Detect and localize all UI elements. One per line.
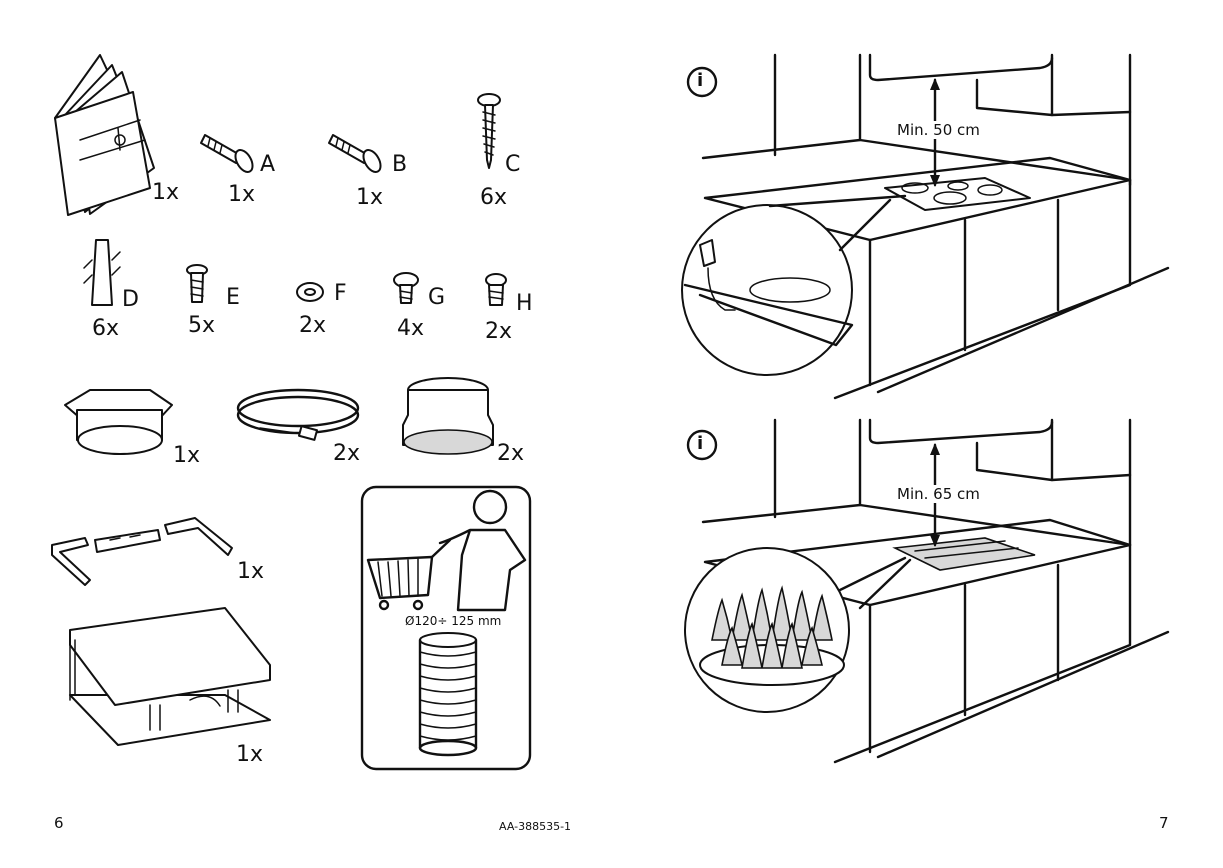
part-b-icon [328, 134, 382, 173]
part-c-icon [477, 93, 501, 169]
person-icon [438, 489, 527, 612]
part-d-qty: 6x [92, 316, 120, 341]
bracket-qty: 1x [237, 559, 265, 584]
duct-collar-icon [64, 389, 173, 455]
part-f-qty: 2x [299, 313, 327, 338]
part-c-qty: 6x [480, 185, 508, 210]
part-h-icon [485, 273, 507, 306]
document-code: AA-388535-1 [499, 820, 572, 833]
bottom-info-icon-letter: i [697, 433, 704, 454]
part-g-qty: 4x [397, 316, 425, 341]
bottom-info-icon [686, 429, 718, 461]
part-b-qty: 1x [356, 185, 384, 210]
part-d-icon [83, 239, 121, 306]
clamp-qty: 2x [333, 441, 361, 466]
flex-duct-icon [418, 632, 478, 757]
duct-reducer-icon [402, 377, 494, 455]
bracket-icon [51, 517, 233, 586]
power-plug-icon [699, 239, 736, 311]
part-f-letter: F [334, 281, 347, 306]
part-e-qty: 5x [188, 313, 216, 338]
part-a-icon [200, 134, 254, 173]
top-distance-label: Min. 50 cm [897, 121, 980, 139]
flame-icon [711, 585, 833, 669]
part-g-icon [393, 272, 419, 304]
top-info-icon [686, 66, 718, 98]
shelf-qty: 1x [236, 742, 264, 767]
buy-separately-box [360, 485, 532, 771]
bottom-distance-label: Min. 65 cm [897, 485, 980, 503]
part-g-letter: G [428, 285, 446, 310]
part-e-icon [186, 264, 208, 303]
shelf-icon [69, 607, 271, 746]
hose-clamp-icon [236, 388, 360, 441]
top-scene [681, 53, 1170, 400]
part-a-qty: 1x [228, 182, 256, 207]
part-f-icon [296, 282, 324, 302]
part-h-qty: 2x [485, 319, 513, 344]
manual-booklet-icon [54, 54, 155, 216]
bottom-scene [684, 418, 1170, 764]
part-h-letter: H [516, 291, 533, 316]
collar-qty: 1x [173, 443, 201, 468]
reducer-qty: 2x [497, 441, 525, 466]
part-b-letter: B [392, 152, 408, 177]
page-number-right: 7 [1159, 814, 1169, 832]
part-a-letter: A [260, 152, 276, 177]
page-number-left: 6 [54, 814, 64, 832]
manual-qty: 1x [152, 180, 180, 205]
duct-diameter-label: Ø120÷ 125 mm [405, 614, 502, 628]
part-c-letter: C [505, 152, 521, 177]
part-e-letter: E [226, 285, 240, 310]
shopping-cart-icon [366, 538, 452, 611]
top-info-icon-letter: i [697, 70, 704, 91]
part-d-letter: D [122, 287, 139, 312]
